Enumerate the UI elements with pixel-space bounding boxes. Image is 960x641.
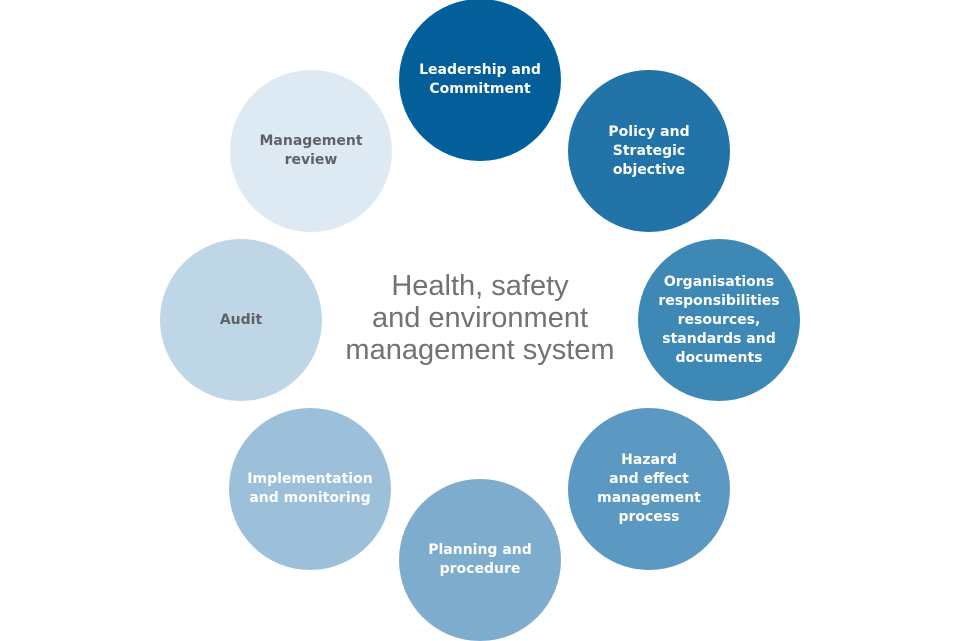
step-planning-procedure: Planning and procedure <box>399 479 561 641</box>
step-organisations-responsibilities: Organisations responsibilities resources… <box>638 239 800 401</box>
step-label: Planning and procedure <box>428 542 532 577</box>
step-implementation-monitoring: Implementation and monitoring <box>229 408 391 570</box>
step-label: Policy and Strategic objective <box>608 123 690 178</box>
step-label: Implementation and monitoring <box>247 471 373 506</box>
step-label: Organisations responsibilities resources… <box>658 273 780 366</box>
center-title: Health, safety and environment managemen… <box>345 270 615 366</box>
step-leadership-commitment: Leadership and Commitment <box>399 0 561 161</box>
step-label: Audit <box>219 311 263 328</box>
step-hazard-effect-management: Hazard and effect management process <box>568 408 730 570</box>
step-label: Leadership and Commitment <box>419 62 541 97</box>
step-management-review: Management review <box>230 70 392 232</box>
step-label: Management review <box>259 133 363 168</box>
step-policy-strategic-objective: Policy and Strategic objective <box>568 70 730 232</box>
step-audit: Audit <box>160 239 322 401</box>
step-label: Hazard and effect management process <box>597 452 701 525</box>
